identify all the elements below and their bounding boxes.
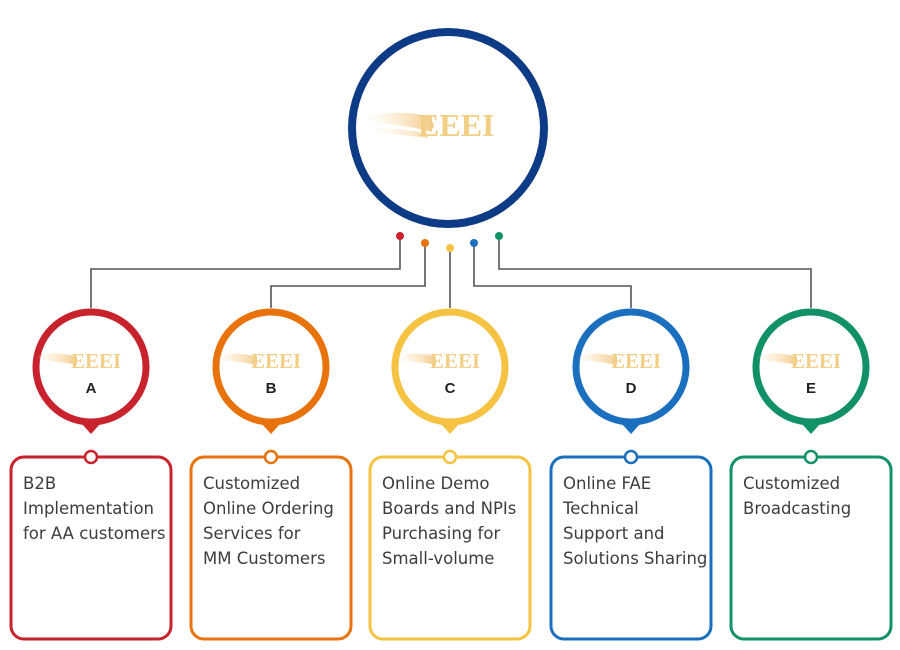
card-line: MM Customers [203, 549, 325, 568]
card-line: Solutions Sharing [563, 549, 707, 568]
connector-b [270, 243, 426, 308]
hub-ring [348, 28, 548, 228]
node-ring-b [212, 308, 330, 426]
card-line: Online Ordering [203, 499, 334, 518]
node-ring-a [32, 308, 150, 426]
node-logo-swoosh-d [576, 353, 617, 365]
node-pointer-d [622, 424, 640, 434]
node-logo-swoosh-b [216, 353, 257, 365]
card-line: Implementation [23, 499, 154, 518]
node-logo-text-a: EEEI [71, 349, 121, 373]
card-handle-e [803, 449, 819, 465]
card-line: Broadcasting [743, 499, 851, 518]
card-handle-d [623, 449, 639, 465]
card-line: Purchasing for [382, 524, 500, 543]
connector-dot-a [396, 232, 404, 240]
node-logo-d: EEEI [576, 349, 661, 373]
card-line: Customized [203, 474, 300, 493]
node-logo-text-b: EEEI [251, 349, 301, 373]
card-line: for AA customers [23, 524, 166, 543]
node-logo-swoosh-e [756, 353, 797, 365]
node-logo-a: EEEI [36, 349, 121, 373]
card-line: Online Demo [382, 474, 490, 493]
connector-dot-d [470, 239, 478, 247]
node-pointer-a [82, 424, 100, 434]
card-handle-b [263, 449, 279, 465]
connector-d [473, 243, 632, 308]
node-pointer-b [262, 424, 280, 434]
card-handle-a [83, 449, 99, 465]
node-logo-text-c: EEEI [430, 349, 480, 373]
node-pointer-e [802, 424, 820, 434]
node-logo-swoosh-c [395, 353, 436, 365]
card-line: Boards and NPIs [382, 499, 516, 518]
node-logo-text-d: EEEI [611, 349, 661, 373]
node-letter-a: A [86, 380, 97, 397]
node-logo-c: EEEI [395, 349, 480, 373]
connector-dot-e [495, 232, 503, 240]
card-line: Technical [562, 499, 639, 518]
card-line: B2B [23, 474, 56, 493]
node-logo-e: EEEI [756, 349, 841, 373]
hub-logo-text: EEEI [418, 107, 494, 143]
node-ring-e [752, 308, 870, 426]
card-line: Online FAE [563, 474, 651, 493]
node-letter-d: D [626, 380, 637, 397]
node-ring-c [391, 308, 509, 426]
connector-dot-c [446, 244, 454, 252]
card-line: Services for [203, 524, 301, 543]
card-line: Support and [563, 524, 665, 543]
connector-e [498, 236, 812, 308]
node-letter-e: E [806, 380, 816, 397]
connector-a [90, 236, 401, 308]
card-handle-c [442, 449, 458, 465]
hub-logo: EEEI [366, 107, 494, 143]
node-logo-text-e: EEEI [791, 349, 841, 373]
card-line: Customized [743, 474, 840, 493]
node-letter-b: B [266, 380, 277, 397]
node-pointer-c [441, 424, 459, 434]
connector-lines [90, 232, 812, 308]
node-ring-d [572, 308, 690, 426]
hub-node: EEEI [348, 28, 548, 228]
node-logo-swoosh-a [36, 353, 77, 365]
node-letter-c: C [445, 380, 456, 397]
node-a: EEEI A B2B Implementation for AA customers [9, 308, 173, 641]
hub-logo-swoosh [366, 112, 432, 132]
card-line: Small-volume [382, 549, 494, 568]
card-a: B2B Implementation for AA customers [9, 449, 173, 641]
node-logo-b: EEEI [216, 349, 301, 373]
hub-logo-swoosh-accent [372, 128, 428, 138]
connector-dot-b [421, 239, 429, 247]
